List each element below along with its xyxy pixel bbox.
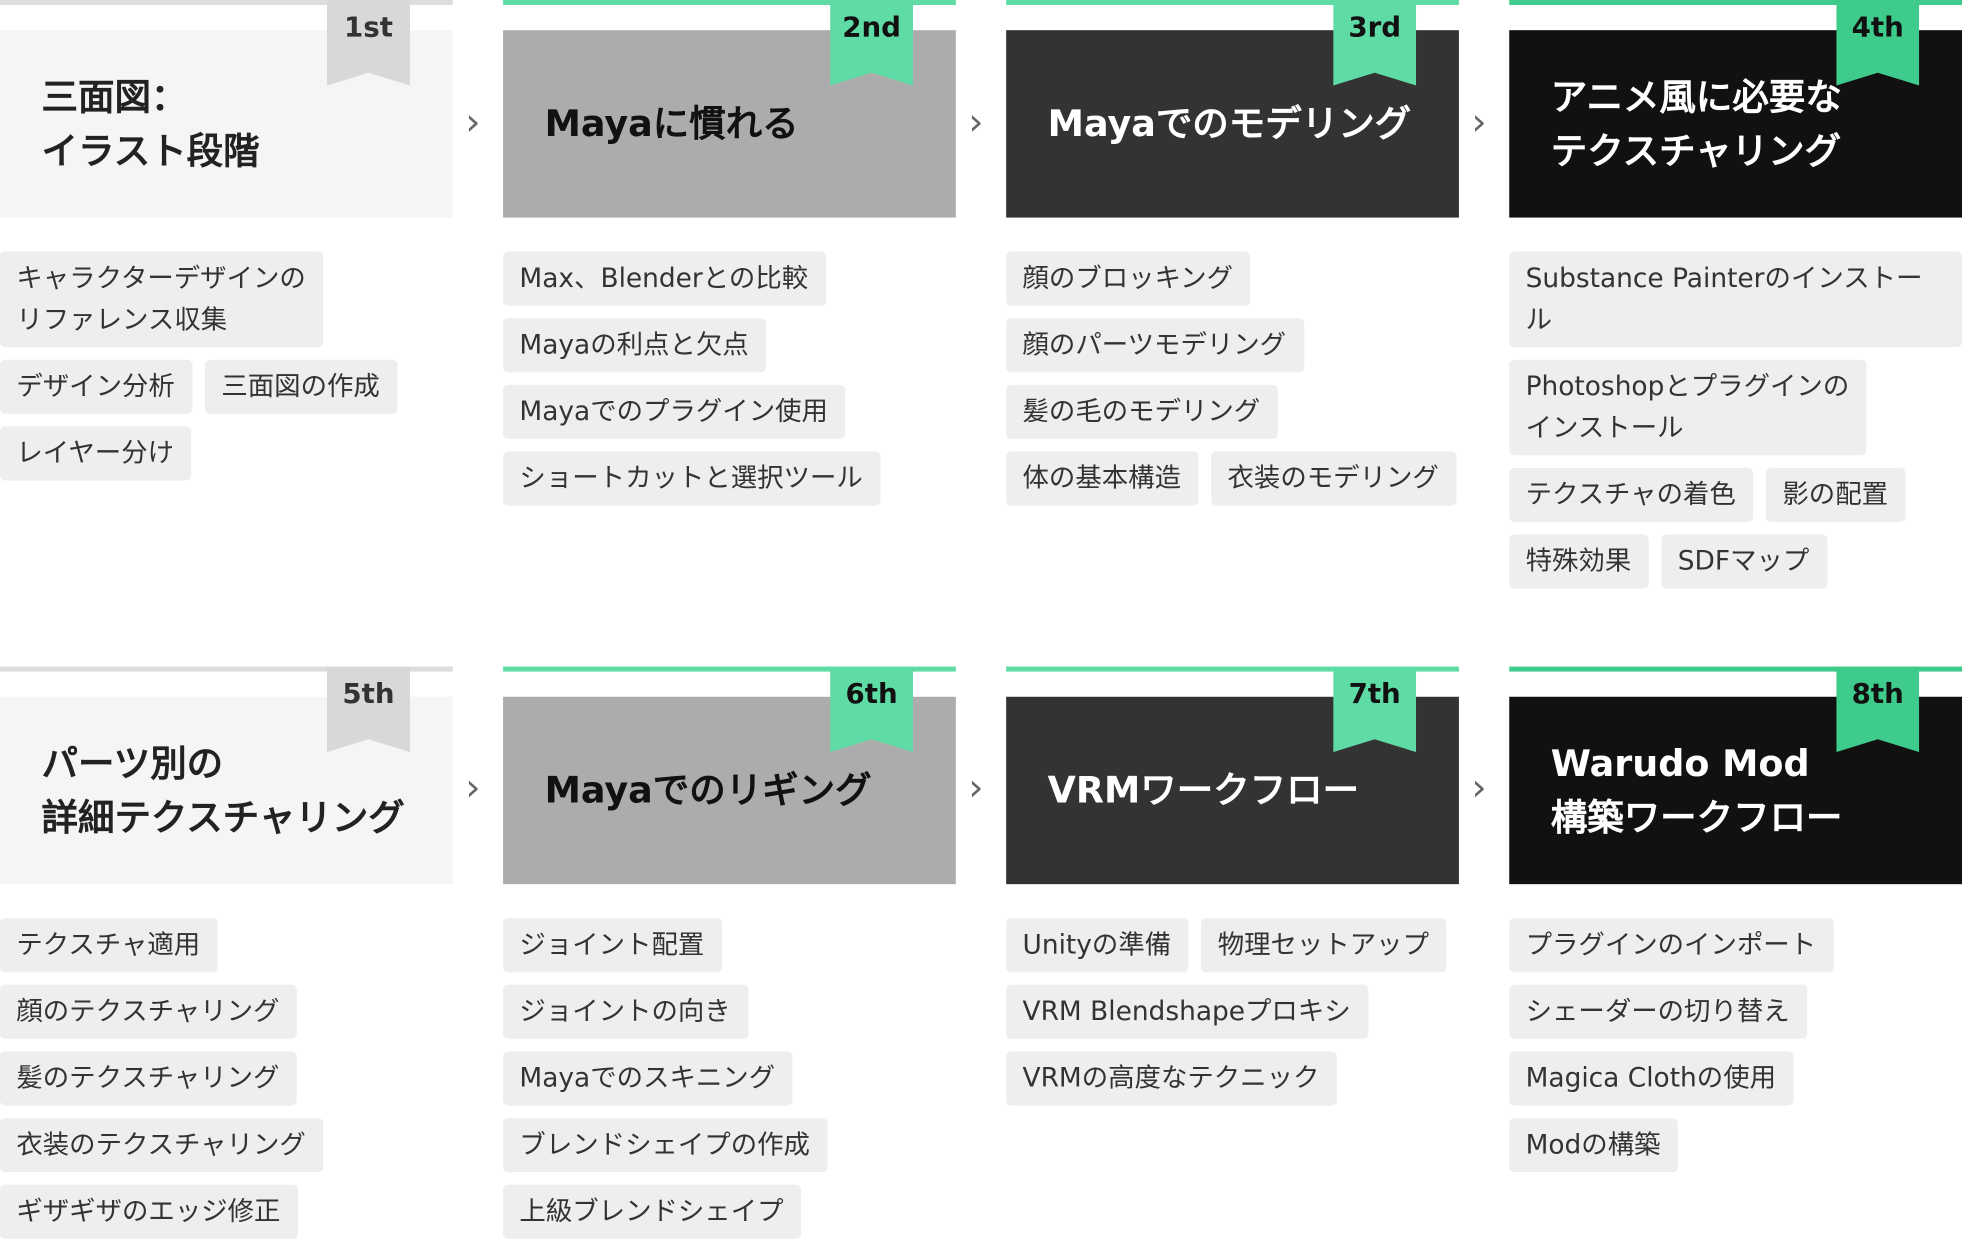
step-tags: キャラクターデザインの リファレンス収集 デザイン分析 三面図の作成 レイヤー分… bbox=[0, 251, 453, 481]
topic-tag: 顔のパーツモデリング bbox=[1006, 318, 1304, 373]
topic-tag: VRM Blendshapeプロキシ bbox=[1006, 984, 1369, 1039]
rank-ribbon: 2nd bbox=[830, 0, 914, 86]
topic-tag: VRMの高度なテクニック bbox=[1006, 1051, 1338, 1106]
rank-ribbon: 6th bbox=[830, 666, 914, 753]
topic-tag: ジョイント配置 bbox=[503, 918, 722, 973]
step-title: 三面図： イラスト段階 bbox=[41, 74, 260, 172]
topic-tag: レイヤー分け bbox=[0, 426, 192, 481]
topic-tag: ショートカットと選択ツール bbox=[503, 451, 881, 506]
topic-tag: Modの構築 bbox=[1509, 1118, 1679, 1173]
topic-tag: Magica Clothの使用 bbox=[1509, 1051, 1794, 1106]
topic-tag: 顔のテクスチャリング bbox=[0, 984, 298, 1039]
chevron-right-icon: › bbox=[968, 100, 984, 145]
topic-tag: Mayaでのスキニング bbox=[503, 1051, 793, 1106]
topic-tag: 三面図の作成 bbox=[205, 359, 398, 414]
step-title: Mayaでのモデリング bbox=[1047, 101, 1412, 145]
topic-tag: 髪のテクスチャリング bbox=[0, 1051, 298, 1106]
topic-tag: 髪の毛のモデリング bbox=[1006, 384, 1278, 439]
topic-tag: Substance Painterのインストール bbox=[1509, 251, 1963, 348]
step-title: Mayaでのリギング bbox=[544, 768, 872, 812]
step-tags: Substance Painterのインストール Photoshopとプラグイン… bbox=[1509, 251, 1963, 589]
chevron-right-icon: › bbox=[465, 100, 481, 145]
step-title: アニメ風に必要な テクスチャリング bbox=[1550, 74, 1842, 172]
step-top-line bbox=[503, 666, 956, 672]
rank-ribbon: 5th bbox=[327, 666, 411, 753]
topic-tag: Photoshopとプラグインの インストール bbox=[1509, 359, 1867, 456]
topic-tag: 特殊効果 bbox=[1509, 534, 1649, 589]
topic-tag: テクスチャの着色 bbox=[1509, 467, 1754, 522]
step-title: VRMワークフロー bbox=[1047, 768, 1360, 812]
step-tags: Max、Blenderとの比較 Mayaの利点と欠点 Mayaでのプラグイン使用… bbox=[503, 251, 956, 506]
rank-ribbon: 1st bbox=[327, 0, 411, 86]
step-top-line bbox=[1509, 666, 1963, 672]
step-tags: テクスチャ適用 顔のテクスチャリング 髪のテクスチャリング 衣装のテクスチャリン… bbox=[0, 918, 453, 1239]
rank-ribbon: 3rd bbox=[1333, 0, 1417, 86]
step-top-line bbox=[1006, 666, 1459, 672]
step-title: Mayaに慣れる bbox=[544, 101, 799, 145]
step-top-line bbox=[0, 0, 453, 6]
step-top-line bbox=[1006, 0, 1459, 6]
step-title: Warudo Mod 構築ワークフロー bbox=[1550, 741, 1843, 839]
topic-tag: 影の配置 bbox=[1766, 467, 1906, 522]
topic-tag: プラグインのインポート bbox=[1509, 918, 1834, 973]
step-tags: ジョイント配置 ジョイントの向き Mayaでのスキニング ブレンドシェイプの作成… bbox=[503, 918, 956, 1239]
step-tags: プラグインのインポート シェーダーの切り替え Magica Clothの使用 M… bbox=[1509, 918, 1962, 1173]
topic-tag: Mayaの利点と欠点 bbox=[503, 318, 767, 373]
topic-tag: 上級ブレンドシェイプ bbox=[503, 1184, 802, 1239]
rank-ribbon: 7th bbox=[1333, 666, 1417, 753]
topic-tag: 衣装のテクスチャリング bbox=[0, 1118, 324, 1173]
chevron-right-icon: › bbox=[1471, 100, 1487, 145]
step-top-line bbox=[0, 666, 453, 672]
chevron-right-icon: › bbox=[1471, 765, 1487, 810]
topic-tag: テクスチャ適用 bbox=[0, 918, 218, 973]
rank-ribbon: 4th bbox=[1836, 0, 1920, 86]
topic-tag: デザイン分析 bbox=[0, 359, 193, 414]
topic-tag: Mayaでのプラグイン使用 bbox=[503, 384, 846, 439]
topic-tag: ギザギザのエッジ修正 bbox=[0, 1184, 299, 1239]
step-header: VRMワークフロー bbox=[1006, 696, 1459, 885]
topic-tag: ジョイントの向き bbox=[503, 984, 749, 1039]
topic-tag: シェーダーの切り替え bbox=[1509, 984, 1808, 1039]
topic-tag: SDFマップ bbox=[1661, 534, 1827, 589]
step-top-line bbox=[503, 0, 956, 6]
topic-tag: 物理セットアップ bbox=[1201, 918, 1447, 973]
chevron-right-icon: › bbox=[968, 765, 984, 810]
chevron-right-icon: › bbox=[465, 765, 481, 810]
topic-tag: ブレンドシェイプの作成 bbox=[503, 1118, 828, 1173]
topic-tag: 体の基本構造 bbox=[1006, 451, 1199, 506]
rank-ribbon: 8th bbox=[1836, 666, 1920, 753]
step-tags: 顔のブロッキング 顔のパーツモデリング 髪の毛のモデリング 体の基本構造 衣装の… bbox=[1006, 251, 1459, 506]
step-title: パーツ別の 詳細テクスチャリング bbox=[41, 741, 405, 839]
topic-tag: 衣装のモデリング bbox=[1211, 451, 1457, 506]
topic-tag: Max、Blenderとの比較 bbox=[503, 251, 826, 306]
step-top-line bbox=[1509, 0, 1963, 6]
topic-tag: キャラクターデザインの リファレンス収集 bbox=[0, 251, 324, 348]
topic-tag: Unityの準備 bbox=[1006, 918, 1189, 973]
step-tags: Unityの準備 物理セットアップ VRM Blendshapeプロキシ VRM… bbox=[1006, 918, 1459, 1106]
topic-tag: 顔のブロッキング bbox=[1006, 251, 1251, 306]
